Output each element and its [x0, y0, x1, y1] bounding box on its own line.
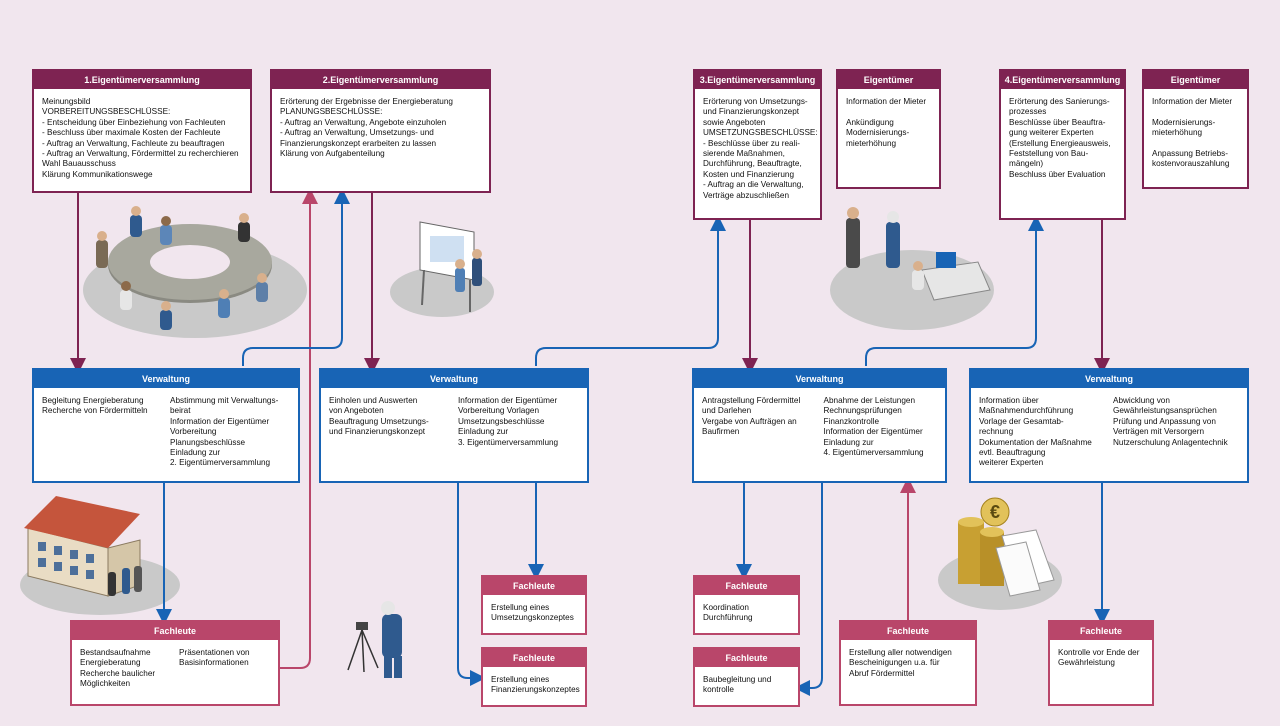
handshake-office-illustration: [830, 207, 994, 330]
owners-box-1-body: Information der Mieter Ankündigung Moder…: [846, 97, 927, 148]
experts-box-4-body: Koordination Durchführung: [703, 603, 753, 623]
administration-box-1-title: Verwaltung: [34, 370, 298, 388]
experts-box-5-title: Fachleute: [695, 649, 798, 667]
experts-box-1-title: Fachleute: [72, 622, 278, 640]
first-owners-meeting-title: 1.Eigentümerversammlung: [34, 71, 250, 89]
administration-box-2-right: Information der Eigentümer Vorbereitung …: [458, 396, 559, 447]
presentation-illustration: [390, 221, 494, 317]
administration-box-4-title: Verwaltung: [971, 370, 1247, 388]
third-owners-meeting-box: 3.Eigentümerversammlung Erörterung von U…: [693, 69, 822, 220]
experts-box-1-right: Präsentationen von Basisinformationen: [179, 648, 250, 668]
administration-box-2: Verwaltung Einholen und Auswerten von An…: [319, 368, 589, 483]
third-owners-meeting-title: 3.Eigentümerversammlung: [695, 71, 820, 89]
experts-box-2-body: Erstellung eines Umsetzungskonzeptes: [491, 603, 574, 623]
fourth-owners-meeting-body: Erörterung des Sanierungs- prozesses Bes…: [1009, 97, 1111, 179]
experts-box-7-body: Kontrolle vor Ende der Gewährleistung: [1058, 648, 1140, 668]
experts-box-5-body: Baubegleitung und kontrolle: [703, 675, 772, 695]
fourth-owners-meeting-title: 4.Eigentümerversammlung: [1001, 71, 1124, 89]
experts-box-3-title: Fachleute: [483, 649, 585, 667]
experts-box-3-body: Erstellung eines Finanzierungskonzeptes: [491, 675, 580, 695]
third-owners-meeting-body: Erörterung von Umsetzungs- und Finanzier…: [703, 97, 818, 200]
experts-box-6-body: Erstellung aller notwendigen Bescheinigu…: [849, 648, 952, 678]
owners-box-1-title: Eigentümer: [838, 71, 939, 89]
first-owners-meeting-box: 1.Eigentümerversammlung Meinungsbild VOR…: [32, 69, 252, 193]
fourth-owners-meeting-box: 4.Eigentümerversammlung Erörterung des S…: [999, 69, 1126, 220]
second-owners-meeting-title: 2.Eigentümerversammlung: [272, 71, 489, 89]
experts-box-6-title: Fachleute: [841, 622, 975, 640]
house-illustration: [20, 496, 180, 615]
administration-box-4-left: Information über Maßnahmendurchführung V…: [979, 396, 1092, 468]
owners-box-2-body: Information der Mieter Modernisierungs- …: [1152, 97, 1233, 169]
experts-box-7: Fachleute Kontrolle vor Ende der Gewährl…: [1048, 620, 1154, 706]
administration-box-1-right: Abstimmung mit Verwaltungs- beirat Infor…: [170, 396, 279, 468]
administration-box-2-left: Einholen und Auswerten von Angeboten Bea…: [329, 396, 429, 437]
administration-box-3-left: Antragstellung Fördermittel und Darlehen…: [702, 396, 801, 437]
administration-box-3-title: Verwaltung: [694, 370, 945, 388]
administration-box-3: Verwaltung Antragstellung Fördermittel u…: [692, 368, 947, 483]
administration-box-1: Verwaltung Begleitung Energieberatung Re…: [32, 368, 300, 483]
experts-box-2-title: Fachleute: [483, 577, 585, 595]
experts-box-1-left: Bestandsaufnahme Energieberatung Recherc…: [80, 648, 156, 689]
euro-icon: €: [990, 502, 1000, 522]
administration-box-2-title: Verwaltung: [321, 370, 587, 388]
surveyor-illustration: [347, 601, 402, 678]
administration-box-1-left: Begleitung Energieberatung Recherche von…: [42, 396, 148, 416]
administration-box-3-right: Abnahme der Leistungen Rechnungsprüfunge…: [823, 396, 924, 458]
second-owners-meeting-body: Erörterung der Ergebnisse der Energieber…: [280, 97, 453, 159]
meeting-illustration: [83, 206, 307, 338]
owners-box-1: Eigentümer Information der Mieter Ankünd…: [836, 69, 941, 189]
experts-box-4-title: Fachleute: [695, 577, 798, 595]
experts-box-3: Fachleute Erstellung eines Finanzierungs…: [481, 647, 587, 707]
experts-box-2: Fachleute Erstellung eines Umsetzungskon…: [481, 575, 587, 635]
experts-box-1: Fachleute Bestandsaufnahme Energieberatu…: [70, 620, 280, 706]
second-owners-meeting-box: 2.Eigentümerversammlung Erörterung der E…: [270, 69, 491, 193]
first-owners-meeting-body: Meinungsbild VORBEREITUNGSBESCHLÜSSE: - …: [42, 97, 239, 179]
experts-box-5: Fachleute Baubegleitung und kontrolle: [693, 647, 800, 707]
experts-box-6: Fachleute Erstellung aller notwendigen B…: [839, 620, 977, 706]
experts-box-4: Fachleute Koordination Durchführung: [693, 575, 800, 635]
administration-box-4-right: Abwicklung von Gewährleistungsansprüchen…: [1113, 396, 1228, 447]
administration-box-4: Verwaltung Information über Maßnahmendur…: [969, 368, 1249, 483]
connector-arrows: [70, 188, 1110, 696]
experts-box-7-title: Fachleute: [1050, 622, 1152, 640]
owners-box-2-title: Eigentümer: [1144, 71, 1247, 89]
owners-box-2: Eigentümer Information der Mieter Modern…: [1142, 69, 1249, 189]
money-documents-illustration: [938, 497, 1062, 610]
